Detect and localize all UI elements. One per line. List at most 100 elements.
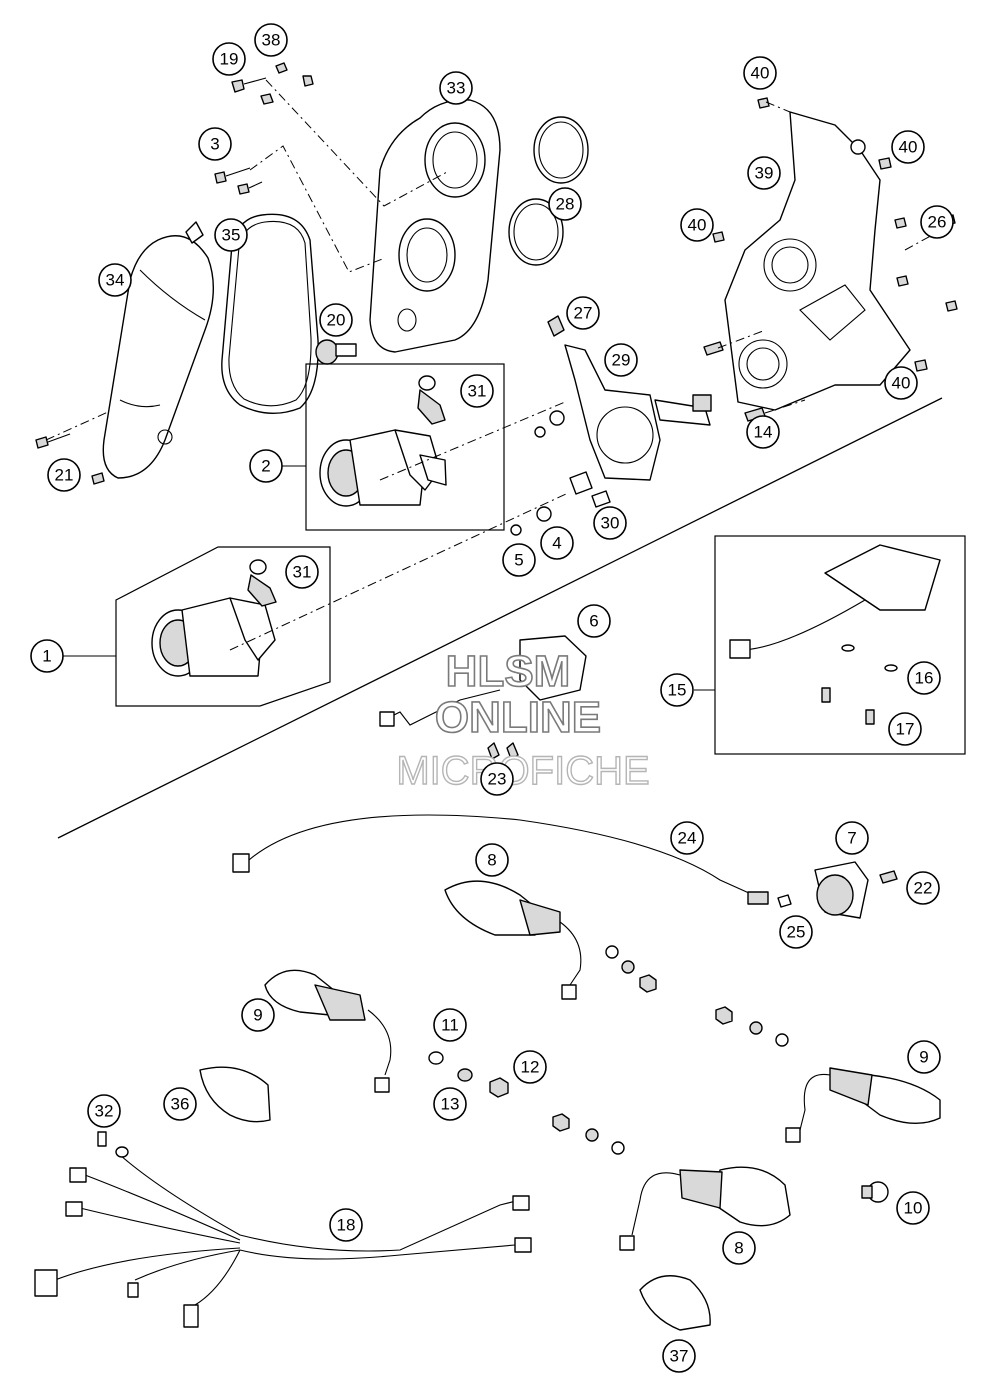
lens-cover-part-37: [639, 1275, 711, 1331]
callout-6: 6: [577, 604, 611, 638]
callout-9-left: 9: [241, 998, 275, 1032]
callout-31-upper: 31: [460, 374, 494, 408]
screws-part-19-38: [231, 62, 314, 105]
callout-7: 7: [835, 821, 869, 855]
plate-light-part-6: [379, 635, 587, 727]
turn-signal-part-9a: [264, 969, 392, 1093]
callout-40-d: 40: [884, 366, 918, 400]
svg-text:19: 19: [220, 50, 239, 69]
callout-27: 27: [566, 296, 600, 330]
screw-part-21b: [91, 472, 105, 485]
callout-28: 28: [548, 187, 582, 221]
callout-8-lower: 8: [722, 1231, 756, 1265]
callout-40-c: 40: [680, 208, 714, 242]
callout-8-upper: 8: [475, 843, 509, 877]
headlight-unit-part-1: [151, 597, 276, 677]
svg-text:25: 25: [787, 923, 806, 942]
callout-37: 37: [662, 1339, 696, 1373]
grommet-part-4: [536, 410, 565, 522]
callout-9-right: 9: [907, 1040, 941, 1074]
svg-text:4: 4: [552, 534, 561, 553]
svg-text:5: 5: [514, 551, 523, 570]
callout-26: 26: [920, 205, 954, 239]
svg-text:8: 8: [487, 851, 496, 870]
svg-text:16: 16: [915, 669, 934, 688]
svg-text:2: 2: [261, 457, 270, 476]
assembly-line-2: [249, 145, 386, 273]
svg-text:13: 13: [441, 1095, 460, 1114]
callout-16: 16: [907, 661, 941, 695]
bracket-part-29: [564, 344, 712, 481]
svg-text:14: 14: [754, 423, 773, 442]
svg-text:34: 34: [106, 271, 125, 290]
svg-text:28: 28: [556, 195, 575, 214]
clip-part-27: [547, 315, 565, 337]
screw-part-21a: [35, 436, 49, 449]
nut-part-12: [489, 1077, 509, 1098]
watermark-line-3: MICROFICHE: [396, 749, 649, 793]
svg-text:36: 36: [171, 1095, 190, 1114]
washer-part-11: [428, 1051, 444, 1065]
assembly-line-6: [717, 330, 764, 349]
svg-text:9: 9: [253, 1006, 262, 1025]
svg-text:6: 6: [589, 612, 598, 631]
screw-part-22: [879, 870, 898, 884]
svg-text:31: 31: [468, 382, 487, 401]
cable-part-24: [232, 814, 769, 905]
group-box-2: [305, 363, 505, 531]
callout-24: 24: [670, 821, 704, 855]
callout-17: 17: [888, 712, 922, 746]
callout-11: 11: [433, 1008, 467, 1042]
svg-text:32: 32: [95, 1102, 114, 1121]
callout-10: 10: [896, 1191, 930, 1225]
washers-part-16: [841, 644, 898, 672]
svg-text:30: 30: [601, 514, 620, 533]
svg-text:22: 22: [914, 879, 933, 898]
svg-text:3: 3: [210, 135, 219, 154]
section-divider-upper: [57, 397, 943, 839]
turn-signal-part-9b: [785, 1067, 941, 1143]
turn-signal-part-8b: [619, 1166, 791, 1251]
wiring-harness-part-18: [34, 1154, 532, 1328]
callout-4: 4: [540, 526, 574, 560]
svg-text:9: 9: [919, 1048, 928, 1067]
assembly-line-7: [764, 399, 806, 414]
svg-text:37: 37: [670, 1347, 689, 1366]
svg-text:33: 33: [447, 79, 466, 98]
group-box-1: [115, 546, 331, 707]
callout-25: 25: [779, 915, 813, 949]
callout-14: 14: [746, 415, 780, 449]
callout-38: 38: [254, 23, 288, 57]
svg-text:40: 40: [688, 216, 707, 235]
callout-21: 21: [47, 458, 81, 492]
watermark-line-1: HLSM: [446, 647, 571, 696]
callout-5: 5: [502, 543, 536, 577]
callout-1: 1: [30, 639, 64, 673]
fastener-set-lower: [552, 1113, 625, 1155]
svg-text:10: 10: [904, 1199, 923, 1218]
assembly-line-1: [265, 79, 448, 207]
callout-33: 33: [439, 71, 473, 105]
callout-40-a: 40: [743, 56, 777, 90]
screws-part-17: [821, 687, 875, 725]
assembly-line-5: [229, 493, 567, 651]
assembly-line-4: [379, 401, 566, 481]
svg-text:40: 40: [899, 138, 918, 157]
svg-text:8: 8: [734, 1239, 743, 1258]
bulb-part-10: [861, 1181, 889, 1203]
svg-text:15: 15: [668, 681, 687, 700]
screws-part-40: [712, 97, 928, 372]
callout-39: 39: [747, 156, 781, 190]
bulb-part-31a: [417, 375, 446, 425]
svg-text:11: 11: [441, 1016, 459, 1035]
svg-text:23: 23: [488, 770, 507, 789]
plug-part-20: [315, 339, 357, 365]
headlight-housing-part-33: [369, 99, 501, 353]
callout-19: 19: [212, 42, 246, 76]
turn-signal-part-8a: [444, 880, 582, 1000]
svg-text:12: 12: [521, 1058, 540, 1077]
washer-part-5: [510, 524, 522, 536]
svg-text:29: 29: [612, 351, 631, 370]
svg-text:40: 40: [751, 64, 770, 83]
callout-2: 2: [249, 449, 283, 483]
